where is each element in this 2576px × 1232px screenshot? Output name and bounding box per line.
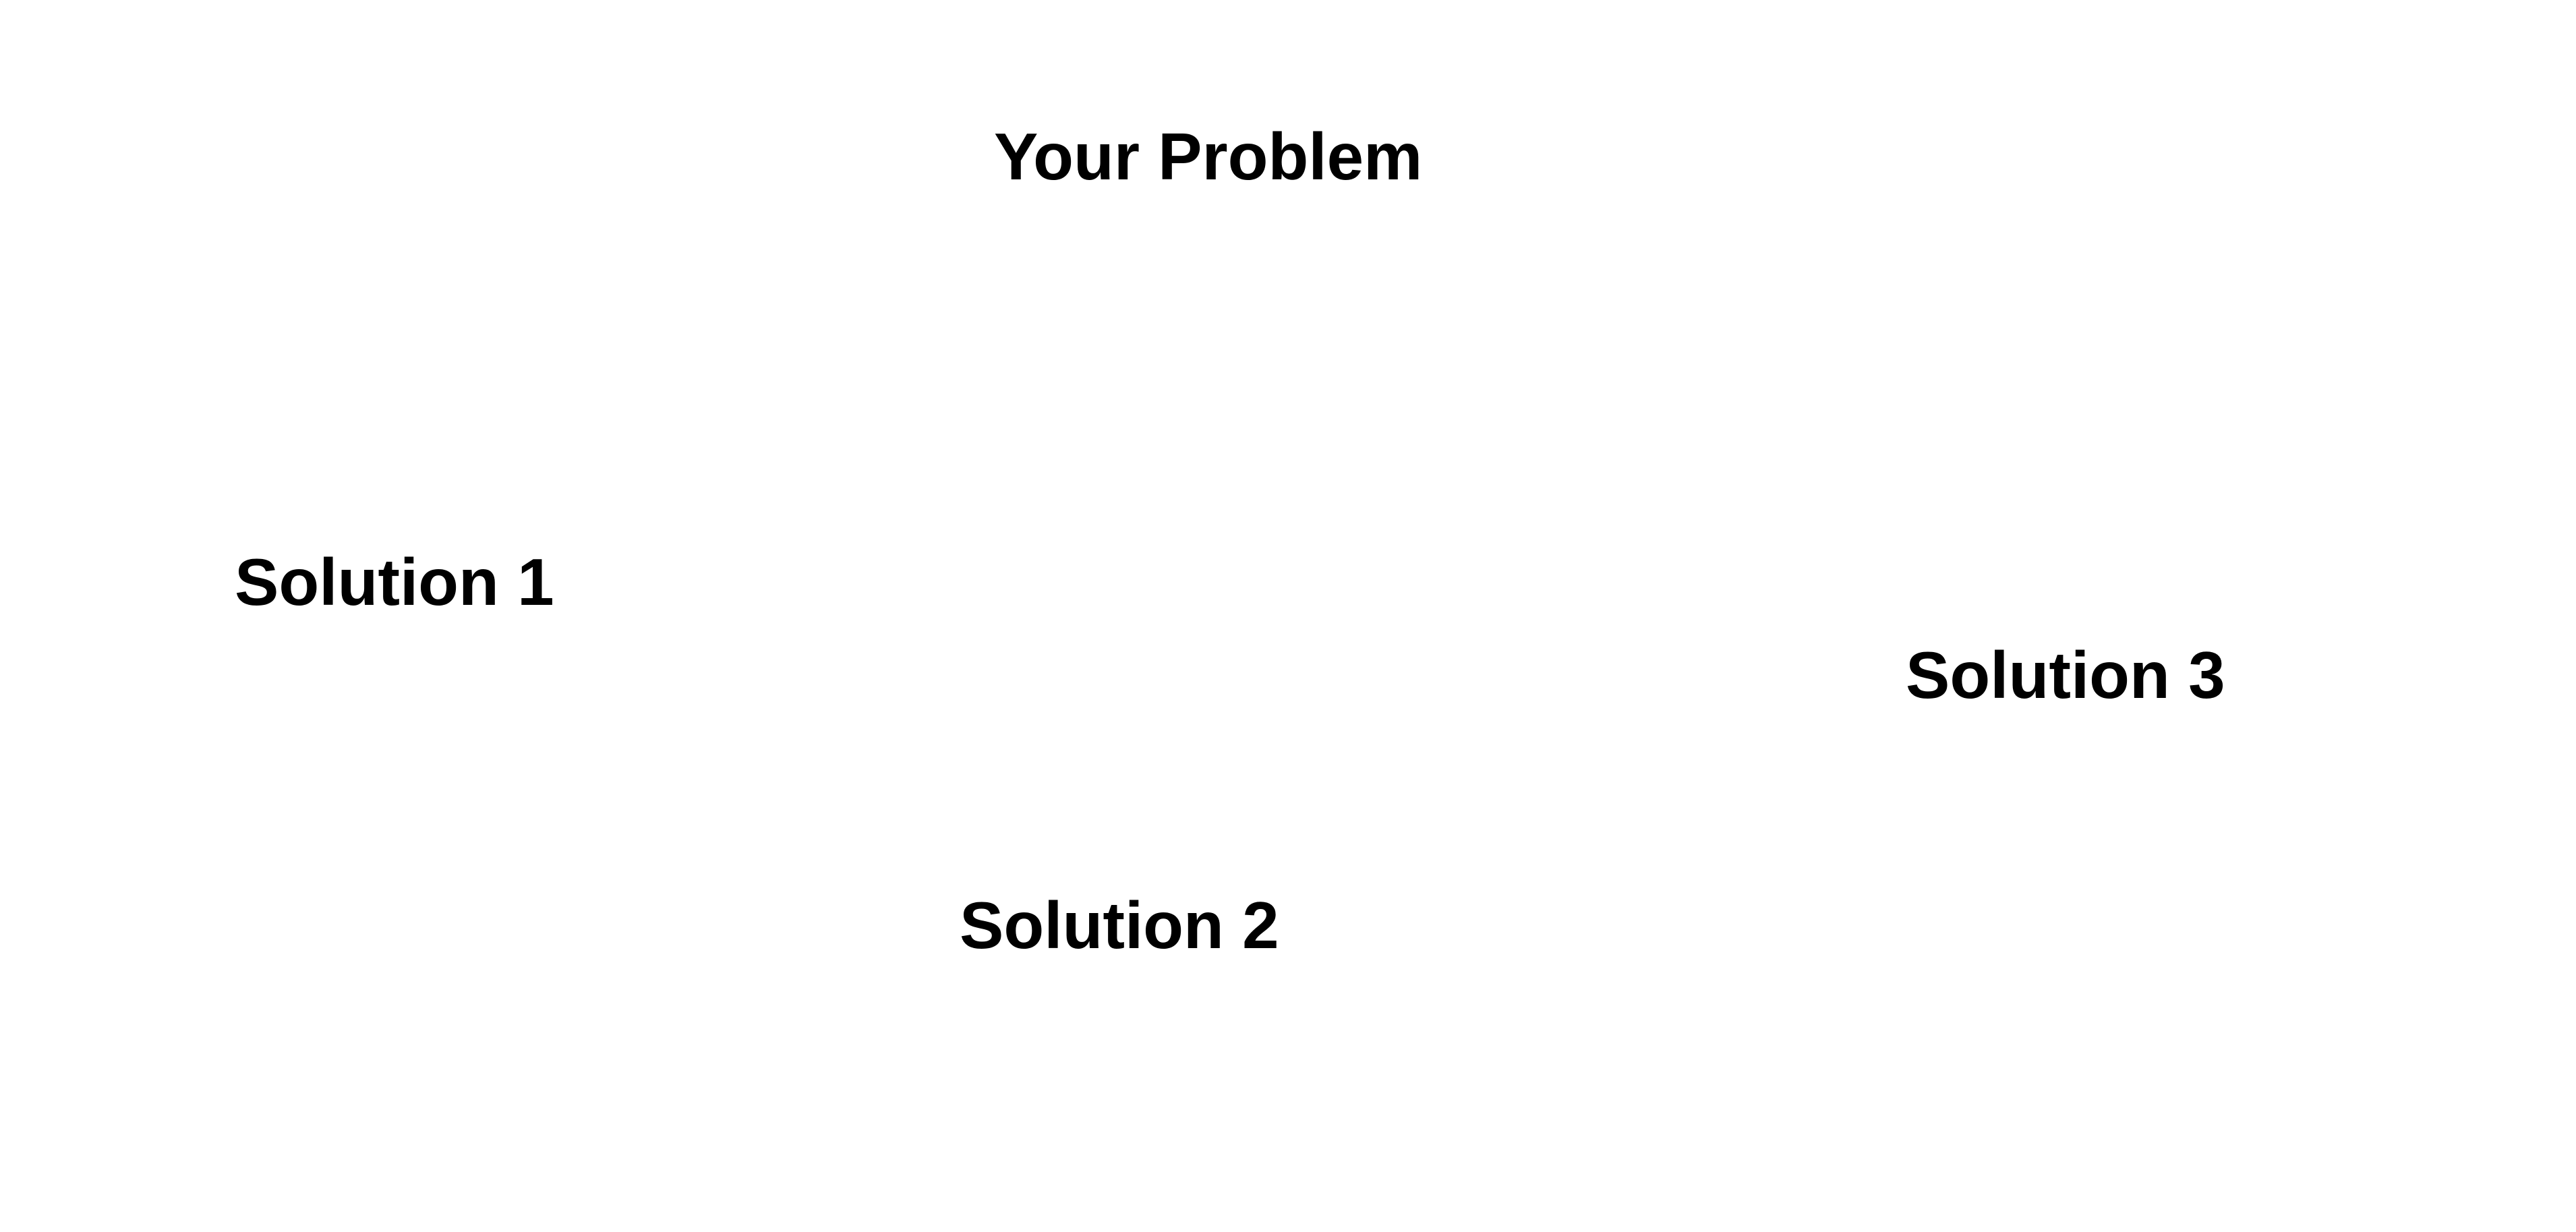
solution-1-label: Solution 1	[235, 545, 554, 619]
solution-3-label: Solution 3	[1906, 638, 2225, 712]
solution-2-label: Solution 2	[960, 888, 1279, 962]
problem-label: Your Problem	[994, 119, 1423, 194]
